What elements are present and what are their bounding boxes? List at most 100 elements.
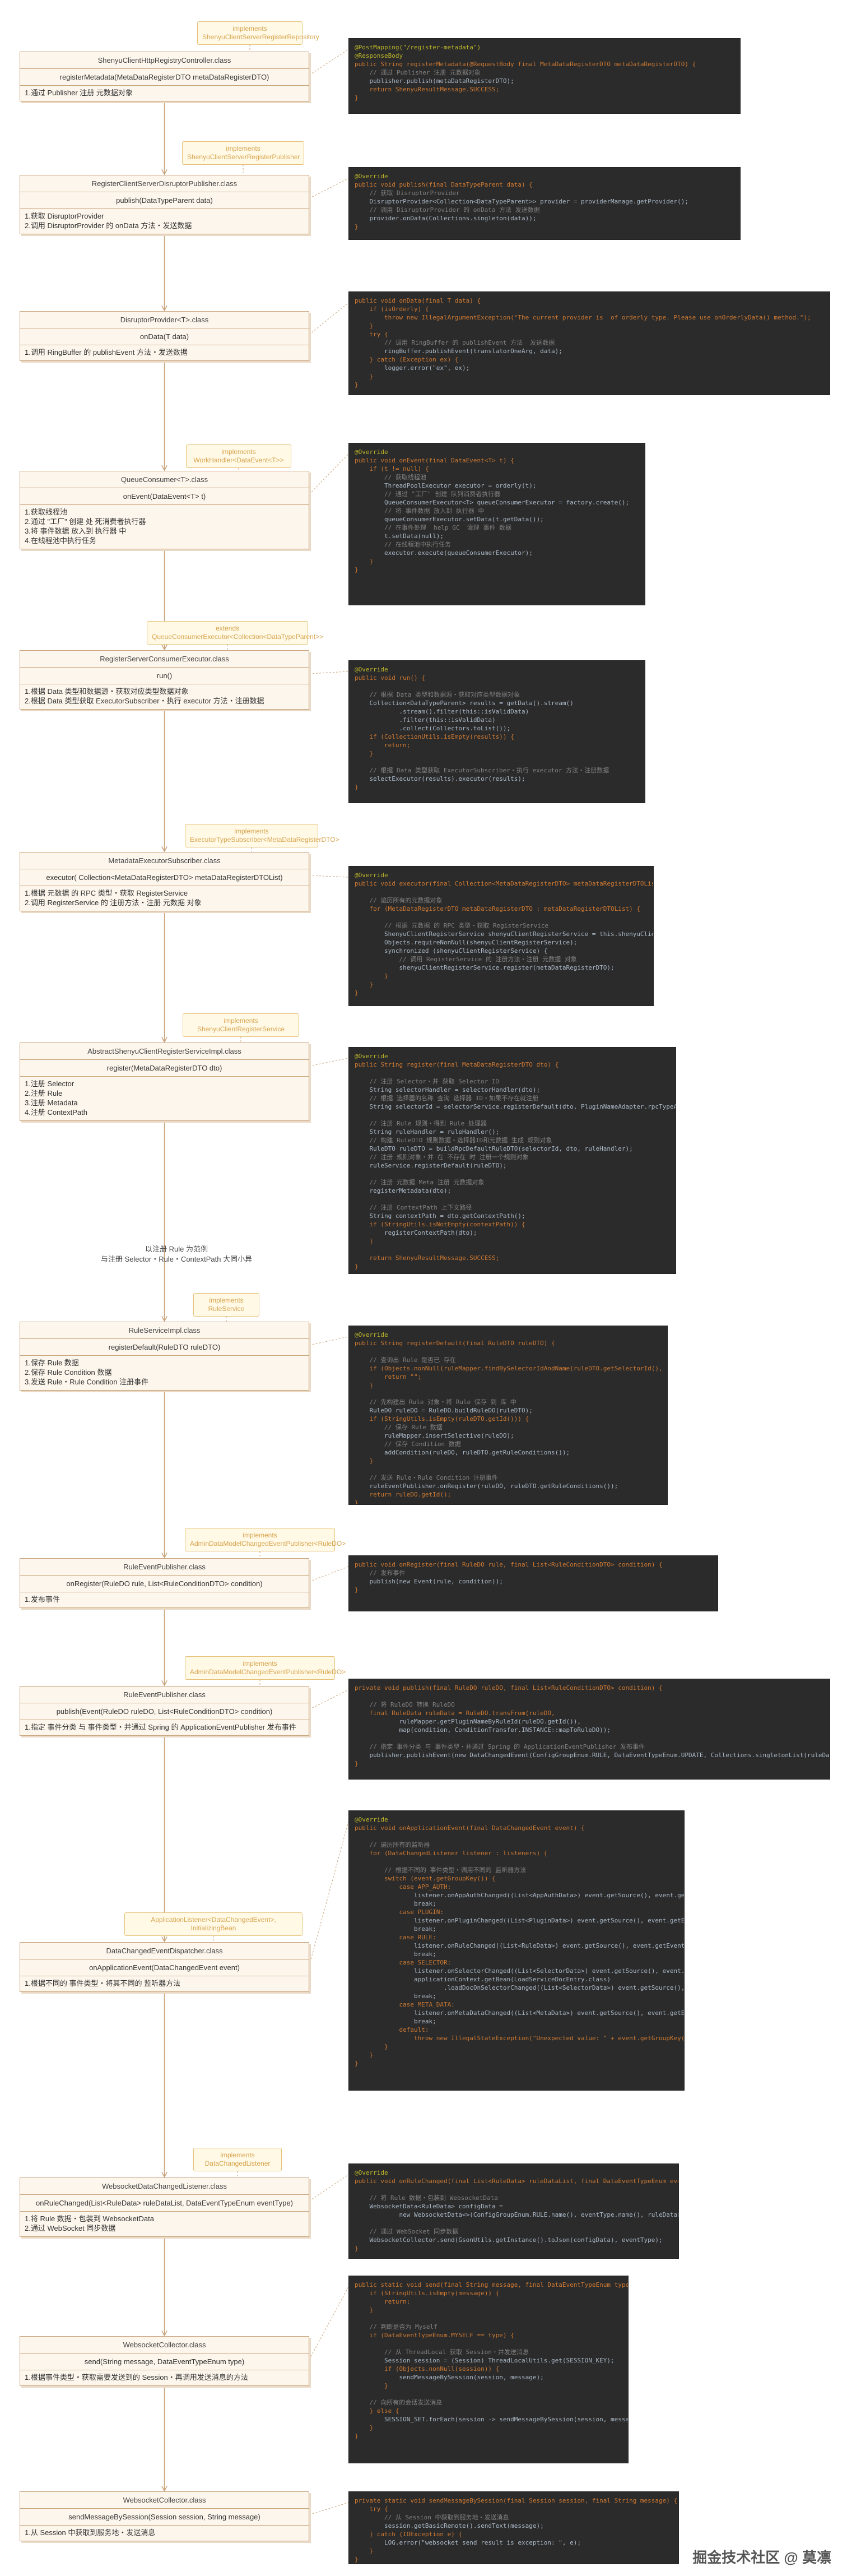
code-line: queueConsumerExecutor.setData(t.getData(…	[355, 516, 544, 523]
node-method: register(MetaDataRegisterDTO dto)	[20, 1060, 309, 1077]
code-line: RuleDTO ruleDTO = buildRpcDefaultRuleDTO…	[355, 1145, 633, 1152]
code-link	[309, 1689, 349, 1710]
code-line: ruleEventPublisher.onRegister(ruleDO, ru…	[355, 1482, 618, 1490]
code-link	[309, 1336, 349, 1346]
code-line	[355, 2314, 622, 2323]
code-line: }	[355, 1263, 359, 1270]
code-line: // 注册 ContextPath 上下文路径	[355, 1204, 472, 1211]
code-line: // 通过 "工厂" 创建 队列消费者执行器	[355, 490, 500, 498]
code-line: }	[355, 1499, 359, 1505]
code-block-on-register: public void onRegister(final RuleDO rule…	[348, 1555, 718, 1611]
code-line: public void executor(final Collection<Me…	[355, 880, 654, 887]
node-register-server-consumer-executor: RegisterServerConsumerExecutor.class run…	[20, 650, 309, 710]
code-line: } else {	[355, 2407, 399, 2415]
code-line: }	[355, 2043, 388, 2050]
code-line: }	[355, 2433, 359, 2440]
code-line: .filter(this::isValidData)	[355, 716, 496, 724]
node-title: RuleEventPublisher.class	[20, 1687, 309, 1703]
code-line	[355, 1857, 678, 1866]
node-notes: 1.根据 Data 类型和数据源・获取对应类型数据对象 2.根据 Data 类型…	[20, 684, 309, 709]
node-note: 2.调用 RegisterService 的 注册方法・注册 元数据 对象	[25, 898, 202, 907]
node-notes: 1.保存 Rule 数据 2.保存 Rule Condition 数据 3.发送…	[20, 1356, 309, 1390]
code-line: ShenyuClientRegisterService shenyuClient…	[384, 930, 653, 938]
node-title: RuleServiceImpl.class	[20, 1322, 309, 1339]
code-line: final RuleData ruleData = RuleDO.transFr…	[355, 1709, 555, 1717]
node-note: 1.获取 DisruptorProvider	[25, 212, 104, 220]
code-line: // 指定 事件分类 与 事件类型・并通过 Spring 的 Applicati…	[355, 1743, 645, 1750]
code-line: }	[355, 2424, 374, 2431]
node-note: 3.注册 Metadata	[25, 1099, 78, 1107]
code-line: if (t != null) {	[355, 465, 429, 472]
code-line	[355, 1734, 824, 1743]
node-disruptor-provider: DisruptorProvider<T>.class onData(T data…	[20, 311, 309, 361]
code-line: }	[355, 381, 359, 388]
code-line: public void onRegister(final RuleDO rule…	[355, 1561, 663, 1568]
node-notes: 1.注册 Selector 2.注册 Rule 3.注册 Metadata 4.…	[20, 1077, 309, 1120]
code-line: listener.onRuleChanged((List<RuleData>) …	[355, 1942, 685, 1949]
code-link	[309, 2502, 349, 2515]
code-line: public void onEvent(final DataEvent<T> t…	[355, 457, 514, 464]
code-line: sendMessageBySession(session, message);	[355, 2374, 544, 2381]
code-line: default:	[355, 2026, 429, 2033]
code-line: provider.onData(Collections.singleton(da…	[355, 215, 537, 222]
code-line: }	[355, 981, 374, 988]
code-line: }	[355, 1586, 359, 1593]
code-line: if (StringUtils.isNotEmpty(contextPath))…	[355, 1221, 525, 1228]
code-line: } catch (IOException e) {	[355, 2531, 463, 2538]
code-line: for (MetaDataRegisterDTO metaDataRegiste…	[355, 905, 640, 912]
code-line: // 发布事件	[355, 1569, 406, 1577]
node-notes: 1.获取线程池 2.通过 "工厂" 创建 处 死消费者执行器 3.将 事件数据 …	[20, 505, 309, 549]
code-line	[355, 2185, 673, 2194]
code-line: applicationContext.getBean(LoadServiceDo…	[355, 1976, 611, 1983]
code-line: @ResponseBody	[355, 52, 403, 59]
code-line: .collect(Collectors.toList());	[355, 725, 511, 732]
code-line: }	[355, 750, 374, 757]
node-method: registerDefault(RuleDTO ruleDTO)	[20, 1339, 309, 1356]
code-line: break;	[355, 1993, 436, 2000]
code-line: }	[355, 2547, 374, 2555]
code-line: // 根据 元数据 的 RPC 类型・获取 RegisterService	[355, 922, 549, 929]
code-link	[309, 178, 349, 199]
node-rule-service-impl: RuleServiceImpl.class registerDefault(Ru…	[20, 1322, 309, 1391]
code-line	[355, 1069, 670, 1077]
code-line: private static void sendMessageBySession…	[355, 2497, 678, 2504]
node-title: RuleEventPublisher.class	[20, 1559, 309, 1576]
code-line: // 调用 DisruptorProvider 的 onData 方法 发送数据	[355, 206, 540, 214]
code-line: case SELECTOR:	[355, 1959, 452, 1966]
code-line	[355, 1111, 670, 1119]
code-block-register-metadata: @PostMapping("/register-metadata")@Respo…	[348, 38, 741, 114]
code-line	[355, 913, 648, 921]
node-note: 1.发布事件	[25, 1595, 60, 1604]
node-note: 2.通过 "工厂" 创建 处 死消费者执行器	[25, 517, 146, 526]
code-line: // 注册 规则对象・并 在 不存在 时 注册一个规则对象	[355, 1153, 529, 1161]
code-line	[355, 1245, 670, 1254]
code-line: DisruptorProvider<Collection<DataTypePar…	[355, 198, 689, 205]
code-line: selectExecutor(results).executor(results…	[355, 775, 525, 782]
code-line: // 从 Session 中获取到服务地・发送消息	[355, 2514, 509, 2521]
node-note: 2.保存 Rule Condition 数据	[25, 1368, 112, 1377]
code-line: ruleService.registerDefault(ruleDTO);	[355, 1162, 507, 1169]
code-line: ruleMapper.insertSelective(ruleDO);	[355, 1432, 514, 1439]
code-link	[309, 453, 349, 495]
code-line: public static void send(final String mes…	[355, 2281, 629, 2288]
code-line	[355, 1195, 670, 1203]
node-title: QueueConsumer<T>.class	[20, 471, 309, 488]
code-line	[355, 1170, 670, 1178]
code-line: break;	[355, 2018, 436, 2025]
code-line	[355, 1389, 662, 1398]
node-method: registerMetadata(MetaDataRegisterDTO met…	[20, 69, 309, 86]
code-line: return ruleDO.getId();	[355, 1491, 452, 1498]
node-notes: 1.根据事件类型・获取需要发送到的 Session・再调用发送消息的方法	[20, 2370, 309, 2385]
code-line: // 注册 元数据 Meta 注册 元数据对象	[355, 1179, 485, 1186]
code-line: public String registerDefault(final Rule…	[355, 1340, 555, 1347]
code-line: // 发送 Rule・Rule Condition 注册事件	[355, 1474, 498, 1481]
node-notes: 1.指定 事件分类 与 事件类型・并通过 Spring 的 Applicatio…	[20, 1720, 309, 1735]
code-line	[355, 1692, 824, 1701]
code-line: String selectorId = selectorService.regi…	[369, 1103, 676, 1110]
code-line: public void publish(final DataTypeParent…	[355, 181, 533, 188]
code-line: ruleMapper.getPluginNameByRuleId(ruleDO.…	[355, 1718, 581, 1725]
code-line: new WebsocketData<>(ConfigGroupEnum.RULE…	[355, 2211, 679, 2218]
node-note: 1.获取线程池	[25, 508, 67, 516]
